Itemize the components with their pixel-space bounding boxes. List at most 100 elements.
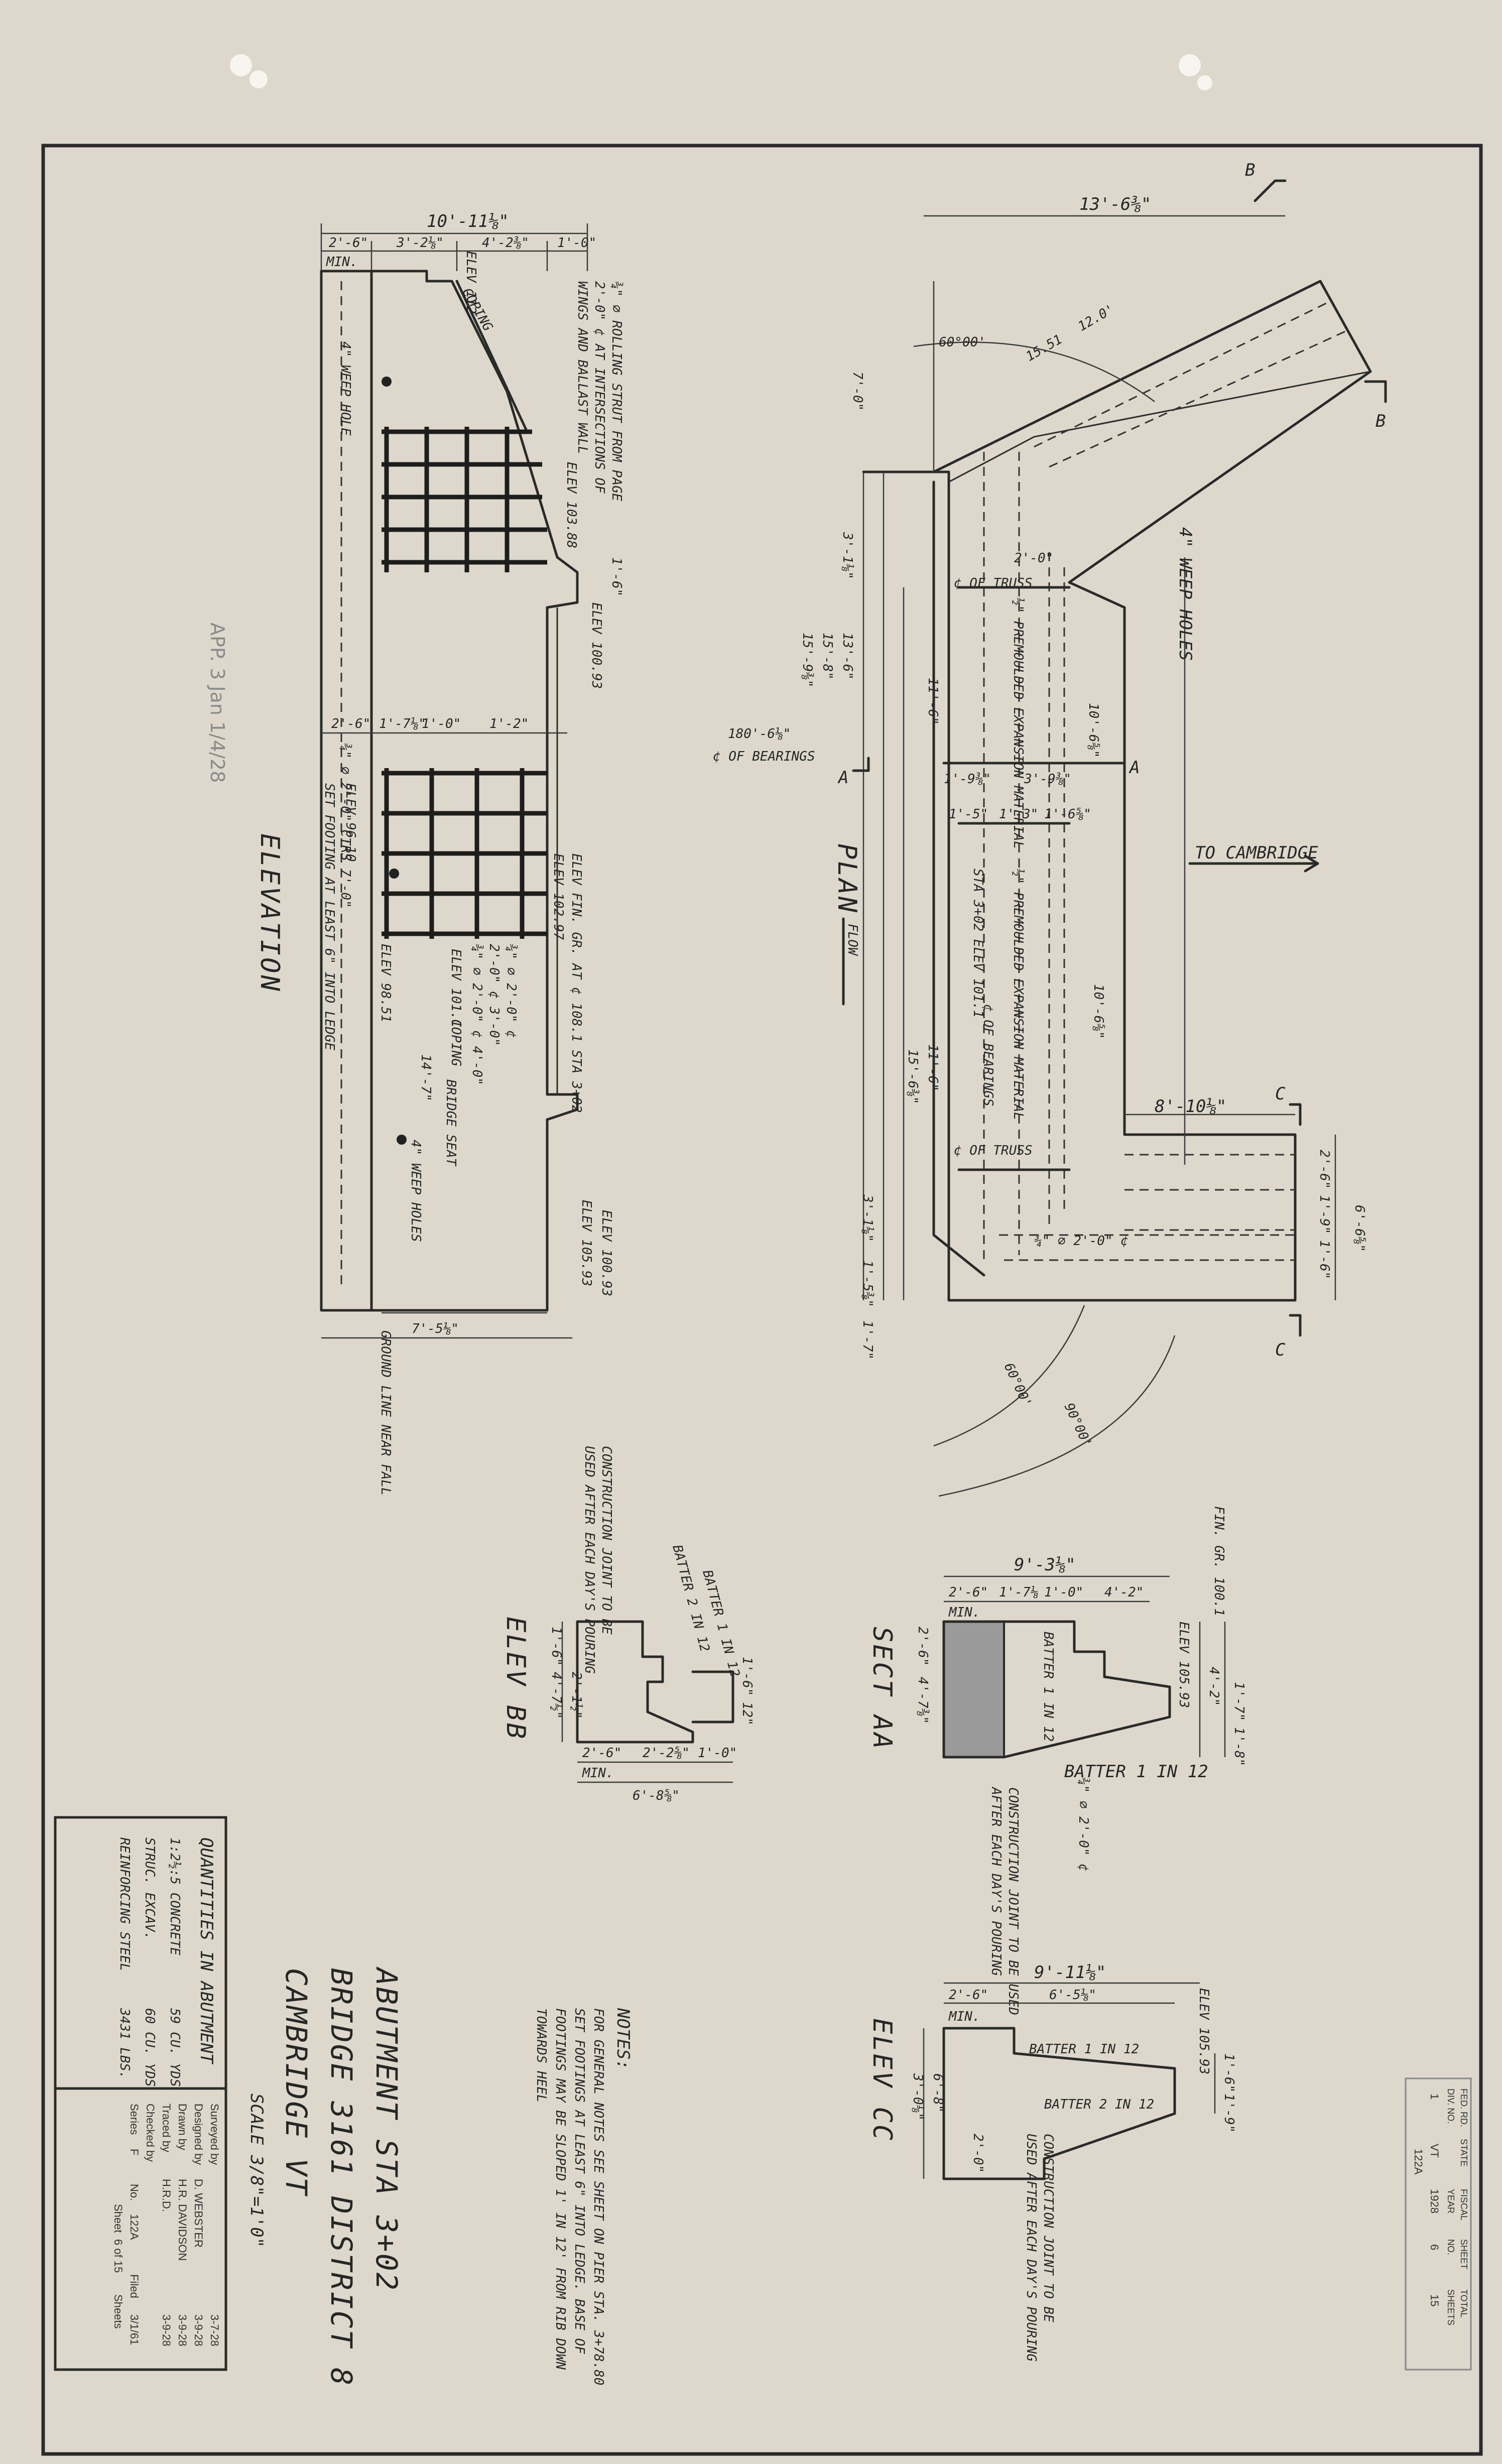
elev-bb-bot-b: 2'-2⅝"	[643, 1746, 690, 1761]
elev-min: MIN.	[326, 255, 358, 270]
signoff-name-4: H.R.D.	[160, 2179, 173, 2212]
sect-aa-title: SECT AA	[867, 1627, 897, 1751]
notes-line-3: FOOTINGS MAY BE SLOPED 1' IN 12' FROM RI…	[553, 2008, 568, 2370]
plan-bot-dim-a: 3'-1⅛"	[860, 1194, 875, 1242]
stamp-r3-d: 6	[1428, 2244, 1441, 2250]
sect-aa-batter-2: BATTER 1 IN 12	[1064, 1762, 1208, 1782]
section-b-top: B	[1245, 160, 1255, 180]
sect-aa-construction-2: AFTER EACH DAY'S POURING	[988, 1786, 1004, 1976]
signoff-box: Surveyed by 3-7-28 Designed by D. WEBSTE…	[54, 2087, 227, 2371]
elev-cc-dim-a: 2'-6"	[949, 1988, 988, 2003]
elevation-rebar-bottom	[382, 768, 547, 939]
elev-cc-side-d: 1'-6"	[1221, 2053, 1236, 2092]
notes-block: NOTES: FOR GENERAL NOTES SEE SHEET ON PI…	[534, 2008, 633, 2385]
elev-cc-batter-top: BATTER 1 IN 12	[1029, 2042, 1139, 2057]
sect-aa-dim-d: 4'-2"	[1104, 1585, 1144, 1600]
elev-cc-elev: ELEV 105.93	[1196, 1988, 1211, 2074]
sect-aa-dim-b: 1'-7⅛	[999, 1585, 1039, 1600]
plan-row-dim-a: 1'-9⅜"	[944, 772, 991, 787]
section-c-bottom: C	[1275, 1340, 1286, 1360]
elev-bb-dim-b: 4'-7½"	[549, 1672, 564, 1719]
plan-c-dim-c: 1'-6"	[1317, 1240, 1332, 1279]
signoff-date-8: 3/1/61	[128, 2314, 141, 2345]
sect-aa-min: MIN.	[948, 1605, 980, 1620]
signoff-label-9: Sheet	[112, 2204, 124, 2233]
stamp-r3-b: VT	[1428, 2144, 1441, 2158]
approval-stamp: FED. RD. STATE FISCAL SHEET TOTAL DIV. N…	[1405, 2077, 1472, 2371]
quantities-item-2: STRUC. EXCAV.	[142, 1837, 157, 1940]
stamp-r2-e: SHEETS	[1446, 2289, 1456, 2325]
punch-holes	[230, 54, 1212, 90]
elev-cc-construction-1: CONSTRUCTION JOINT TO BE	[1041, 2134, 1056, 2322]
section-aa-view: 9'-3⅛" 2'-6" MIN. 1'-7⅛ 1'-0" 4'-2" FIN.…	[867, 1506, 1246, 2015]
elev-dim-c: 4'-2⅜"	[482, 235, 529, 251]
elev-9610: ELEV 96.10	[343, 783, 358, 862]
elevation-view: 10'-11⅛" 2'-6" MIN. 3'-2⅛" 4'-2⅜" 1'-0"	[206, 211, 624, 1496]
elev-10388: ELEV 103.88	[564, 462, 579, 548]
plan-c-dim-d: 6'-6⅝"	[1352, 1205, 1367, 1252]
plan-flow: FLOW	[845, 924, 860, 956]
signoff-date-3: 3-9-28	[176, 2314, 189, 2347]
plan-left-dim-a: 3'-1⅛"	[840, 532, 855, 579]
notes-heading: NOTES:	[613, 2008, 633, 2070]
sect-aa-elev: ELEV 105.93	[1176, 1622, 1191, 1708]
sect-aa-top-dim: 9'-3⅛"	[1014, 1555, 1076, 1575]
elev-bb-construction-2: USED AFTER EACH DAY'S POURING	[582, 1446, 597, 1674]
stamp-r3-e: 15	[1428, 2294, 1441, 2306]
elev-rebar-note-3: WINGS AND BALLAST WALL	[575, 281, 590, 454]
elev-dim-a: 2'-6"	[329, 235, 368, 251]
elev-dim-d: 1'-0"	[557, 235, 596, 251]
stamp-r1-b: STATE	[1459, 2139, 1469, 2166]
elev-cc-construction-2: USED AFTER EACH DAY'S POURING	[1024, 2134, 1039, 2362]
signoff-label-8: Filed	[128, 2274, 141, 2298]
plan-truss-2: ¢ OF TRUSS	[954, 1143, 1033, 1158]
signoff-name-9: 6 of 15	[112, 2239, 124, 2273]
elevation-title: ELEVATION	[255, 833, 285, 993]
elev-cc-side-a: 3'-0⅛"	[910, 2073, 925, 2121]
elev-rebar-b3: ¾" ⌀ 2'-0" ¢ 4'-0"	[469, 944, 484, 1085]
elev-weep-holes-4: 4" WEEP HOLES	[408, 1140, 423, 1242]
signoff-label-2: Designed by	[192, 2104, 205, 2165]
plan-sta-302: STA 3+02 ELEV 101.1	[970, 869, 985, 1018]
plan-title: PLAN	[832, 843, 862, 914]
plan-expansion-2: ½" PREMOULDED EXPANSION MATERIAL	[1011, 869, 1026, 1120]
elev-top-elev: ELEV 112	[463, 251, 478, 314]
elev-bb-dim-d: 1'-6"	[739, 1657, 755, 1696]
plan-bot-dim-b: 1'-5⅜"	[860, 1260, 875, 1307]
elev-cc-min: MIN.	[948, 2009, 980, 2024]
elev-dim-total: 10'-11⅛"	[427, 211, 509, 231]
signoff-date-1: 3-7-28	[208, 2314, 221, 2347]
sect-aa-batter-1: BATTER 1 IN 12	[1041, 1632, 1056, 1742]
title-scale: SCALE 3/8"=1'0"	[246, 2093, 267, 2248]
plan-row-dim-d: 1'-3"	[999, 807, 1038, 822]
sect-aa-dim-a: 2'-6"	[949, 1585, 988, 1600]
sect-aa-side-c: 4'-2"	[1206, 1667, 1221, 1706]
plan-dim-106: 10'-6⅝"	[1091, 984, 1106, 1039]
plan-outline	[862, 280, 1372, 1302]
quantities-item-3: REINFORCING STEEL	[117, 1837, 132, 1971]
signoff-label-7: No.	[128, 2184, 141, 2201]
elev-mid-dim-b: 1'-7⅛"	[379, 716, 426, 731]
title-line-2: BRIDGE 3161 DISTRICT 8	[324, 1968, 358, 2387]
elev-cc-batter-bot: BATTER 2 IN 12	[1044, 2097, 1154, 2112]
plan-expansion-1: ½" PREMOULDED EXPANSION MATERIAL	[1011, 597, 1026, 849]
plan-dim-116: 11'-6"	[925, 1044, 940, 1091]
quantities-box: QUANTITIES IN ABUTMENT 1:2½:5 CONCRETE 5…	[54, 1816, 227, 2090]
elev-1011: ELEV 101.1	[448, 949, 463, 1028]
plan-c-dim-b: 1'-9"	[1317, 1195, 1332, 1234]
elev-coping-2: COPING	[448, 1019, 463, 1066]
plan-right-dim-b: 10'-6⅝"	[1086, 703, 1101, 758]
quantities-item-1: 1:2½:5 CONCRETE	[167, 1837, 182, 1955]
stamp-r3-c: 1928	[1428, 2189, 1441, 2213]
elev-dim-16: 1'-6"	[609, 557, 624, 596]
plan-left-dim-d: 15'-9⅜"	[800, 633, 815, 688]
elev-rebar-b2: 2'-0" ¢ 3'-0"	[486, 944, 502, 1046]
signoff-label-4: Traced by	[160, 2104, 173, 2152]
quantities-value-1: 59 CU. YDS	[167, 2008, 182, 2087]
elev-mid-dim-c: 1'-0"	[422, 716, 461, 731]
sect-aa-side-a: 2'-6"	[915, 1627, 930, 1666]
signoff-name-2: D. WEBSTER	[192, 2179, 205, 2248]
stamp-r2-c: YEAR	[1446, 2189, 1456, 2213]
plan-row-dim-c: 1'-5"	[949, 807, 988, 822]
